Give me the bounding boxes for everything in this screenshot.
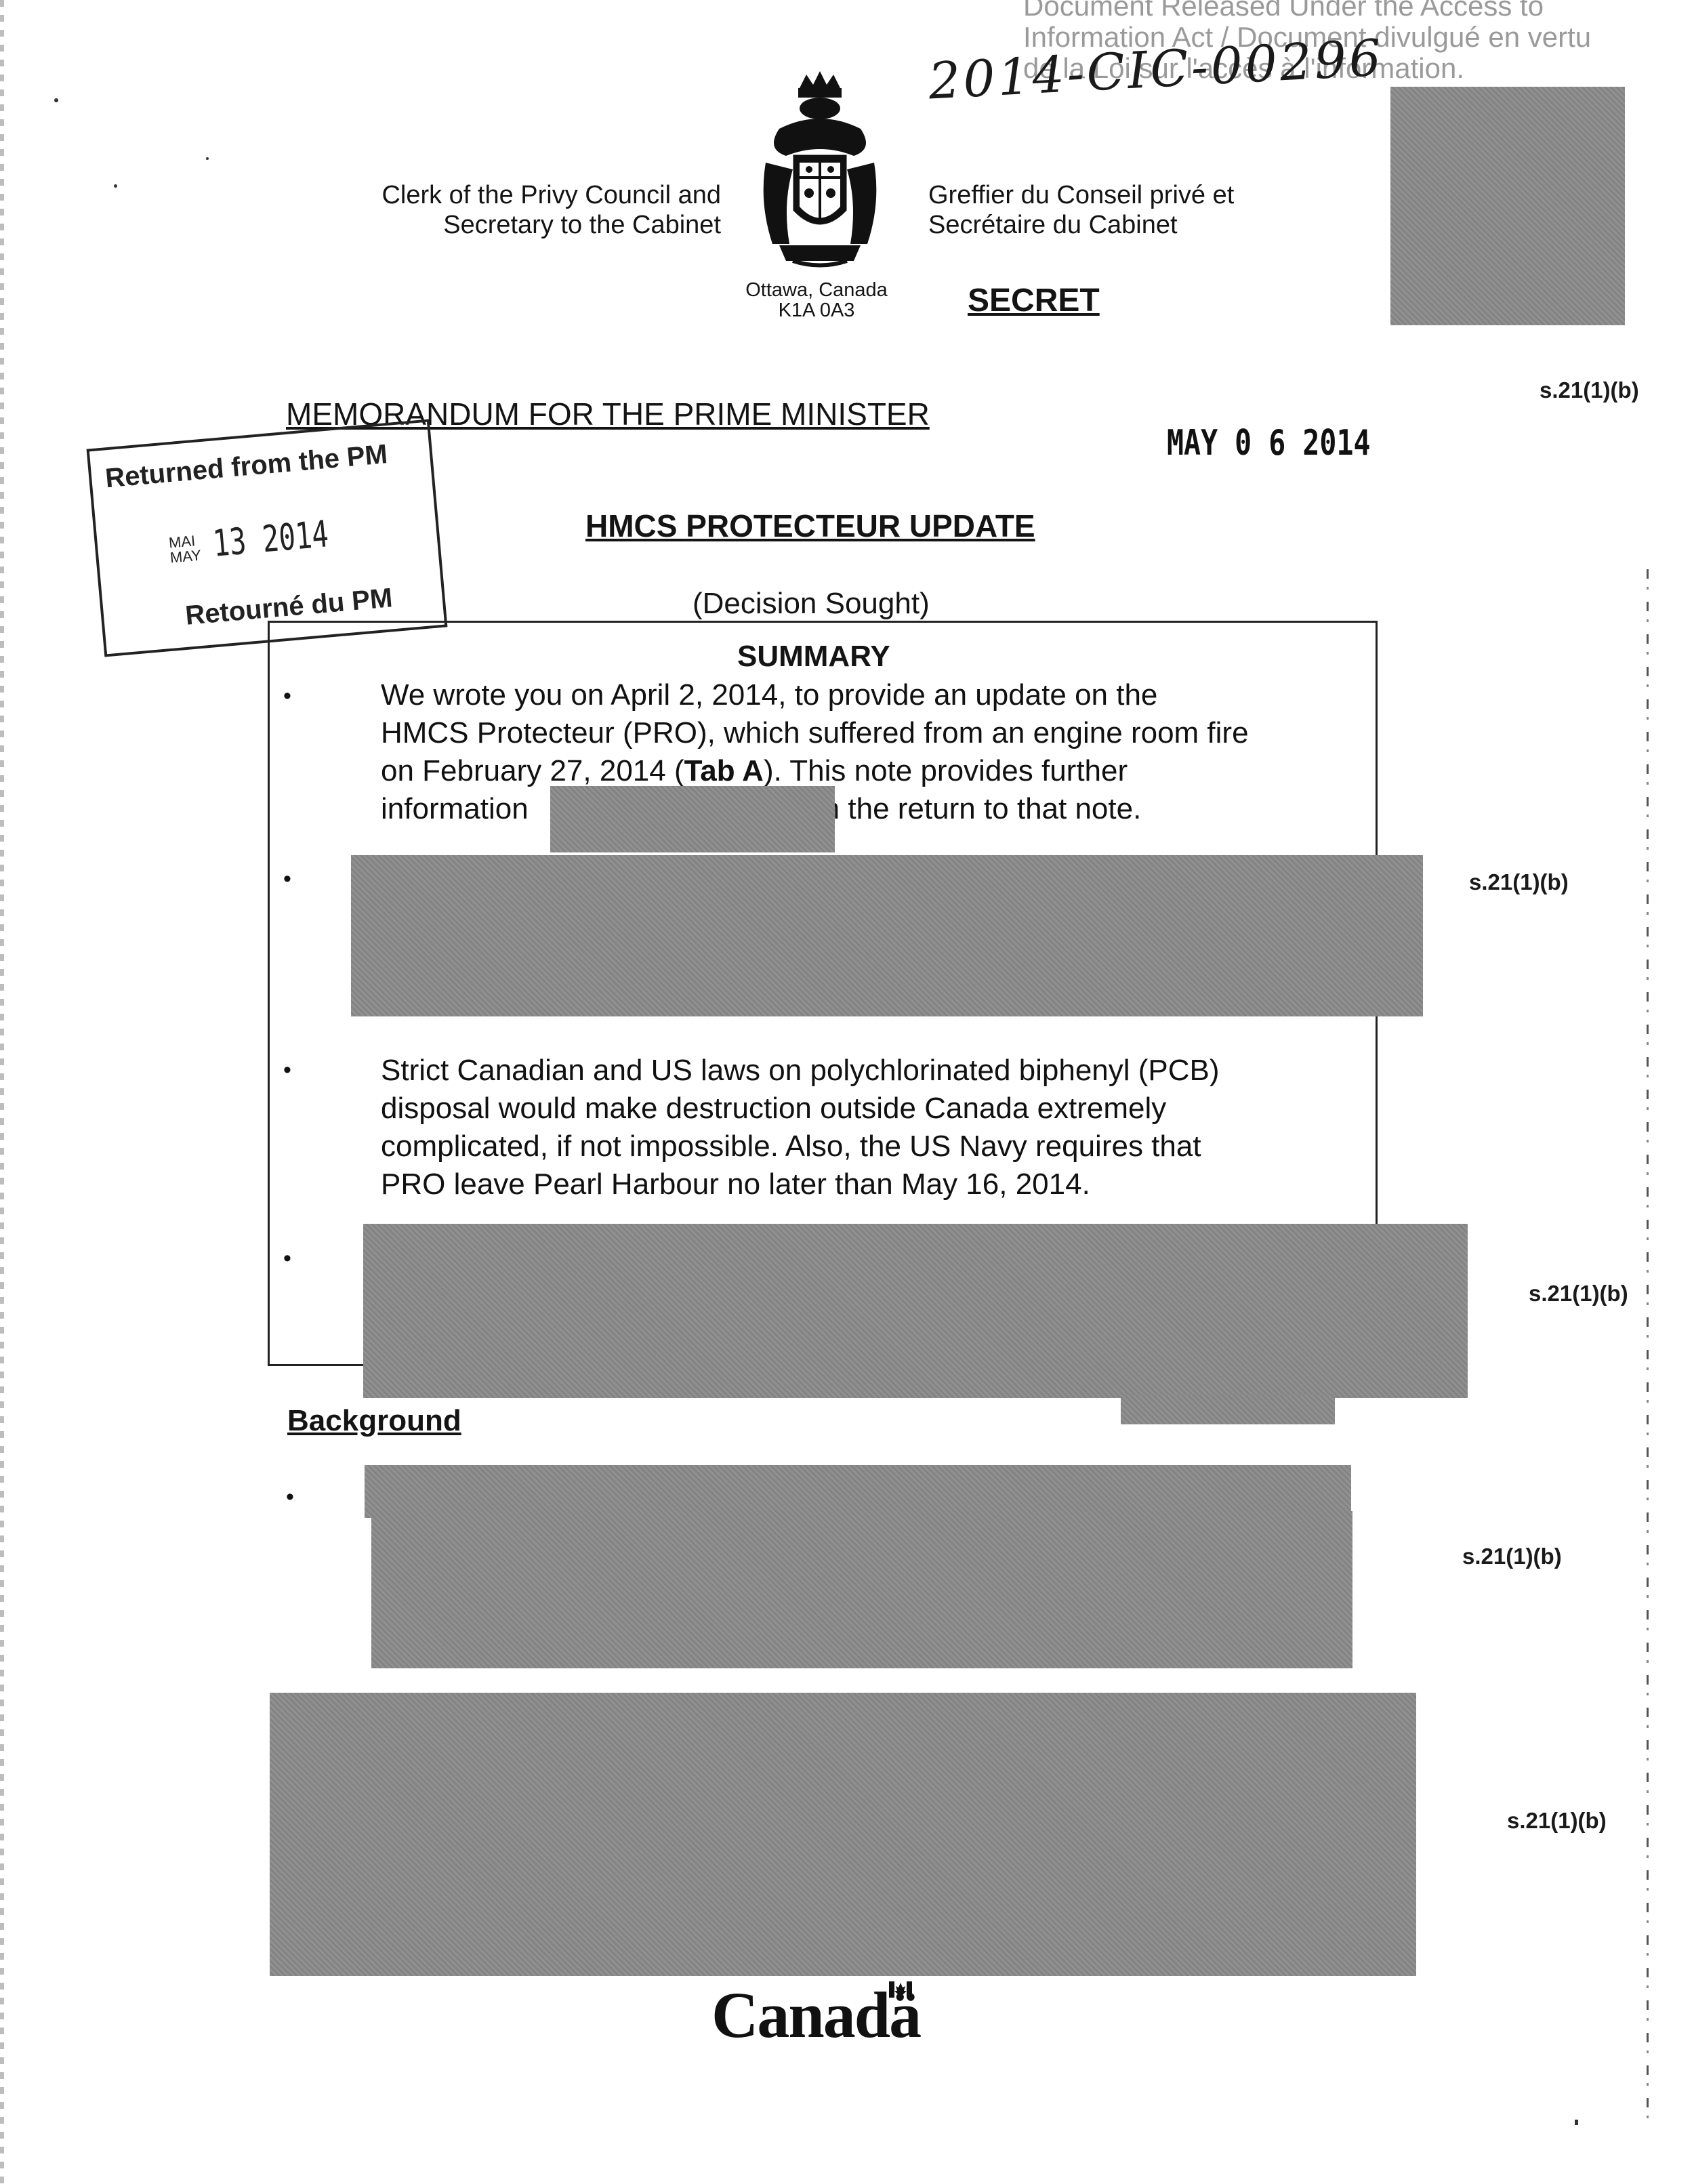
- scan-edge-right: [1647, 569, 1649, 2128]
- redaction-bullet-4-tail: [1121, 1395, 1335, 1424]
- redaction-background-2: [371, 1511, 1352, 1668]
- coat-of-arms-icon: [752, 68, 888, 271]
- redaction-bullet-2: [351, 855, 1423, 1016]
- summary-bullet-1-line2: HMCS Protecteur (PRO), which suffered fr…: [381, 716, 1249, 749]
- exemption-code: s.21(1)(b): [1529, 1281, 1628, 1306]
- summary-bullet-3-line1: Strict Canadian and US laws on polychlor…: [381, 1054, 1220, 1087]
- bullet-icon: •: [283, 1057, 291, 1083]
- file-number: 2014-CIC-00296: [927, 28, 1386, 111]
- summary-bullet-3-line3: complicated, if not impossible. Also, th…: [381, 1130, 1201, 1163]
- exemption-code: s.21(1)(b): [1507, 1808, 1607, 1833]
- memo-heading: MEMORANDUM FOR THE PRIME MINISTER: [286, 396, 930, 432]
- bullet-icon: •: [283, 866, 291, 892]
- header-left-line2: Secretary to the Cabinet: [443, 211, 721, 239]
- stamp-top-text: Returned from the PM: [104, 439, 389, 494]
- scan-edge-left: [0, 0, 4, 2184]
- redaction-top-right: [1390, 87, 1625, 325]
- summary-bullet-3-line2: disposal would make destruction outside …: [381, 1092, 1167, 1125]
- maple-flag-icon: [889, 1981, 912, 1998]
- stamp-day-year: 13 2014: [211, 512, 331, 565]
- date-stamp: MAY 0 6 2014: [1167, 423, 1371, 463]
- bullet-icon: •: [283, 1245, 291, 1271]
- release-stamp-line1: Document Released Under the Access to: [1023, 0, 1544, 22]
- release-stamp-line3: de la Loi sur l'accès à l'information.: [1023, 52, 1465, 84]
- classification: SECRET: [968, 283, 1100, 318]
- exemption-code: s.21(1)(b): [1462, 1544, 1562, 1569]
- address-line2: K1A 0A3: [778, 300, 855, 321]
- canada-wordmark-text: Canadä: [711, 1979, 922, 2051]
- redaction-bullet-4: [363, 1224, 1468, 1398]
- summary-heading: SUMMARY: [737, 640, 890, 673]
- redaction-background-1: [365, 1465, 1351, 1518]
- release-stamp-line2: Information Act / Document divulgué en v…: [1023, 21, 1592, 53]
- summary-bullet-1-line1: We wrote you on April 2, 2014, to provid…: [381, 678, 1158, 712]
- address-line1: Ottawa, Canada: [745, 279, 888, 301]
- header-left-line1: Clerk of the Privy Council and: [381, 181, 721, 209]
- bullet-icon: •: [286, 1484, 294, 1510]
- summary-bullet-1-line3: on February 27, 2014 (Tab A). This note …: [381, 754, 1128, 787]
- memo-subtitle: (Decision Sought): [693, 587, 930, 620]
- canada-wordmark-logo: Canadä: [711, 1977, 922, 2052]
- scan-speck: [206, 157, 209, 160]
- summary-bullet-3-line4: PRO leave Pearl Harbour no later than Ma…: [381, 1168, 1090, 1201]
- exemption-code: s.21(1)(b): [1540, 377, 1639, 403]
- summary-bullet-1: We wrote you on April 2, 2014, to provid…: [381, 676, 1249, 828]
- header-left: Clerk of the Privy Council and Secretary…: [298, 180, 721, 240]
- address: Ottawa, Canada K1A 0A3: [732, 280, 901, 321]
- header-right: Greffier du Conseil privé et Secrétaire …: [928, 180, 1234, 240]
- scan-speck: [54, 98, 58, 102]
- redaction-large: [270, 1693, 1416, 1976]
- exemption-code: s.21(1)(b): [1469, 869, 1569, 894]
- memo-title: HMCS PROTECTEUR UPDATE: [585, 508, 1035, 543]
- header-right-line2: Secrétaire du Cabinet: [928, 211, 1178, 239]
- release-stamp: Document Released Under the Access to In…: [1023, 0, 1591, 84]
- summary-bullet-3: Strict Canadian and US laws on polychlor…: [381, 1052, 1220, 1203]
- header-right-line1: Greffier du Conseil privé et: [928, 181, 1235, 209]
- stamp-month-en: MAY: [169, 546, 202, 566]
- redaction-inline: [550, 786, 835, 852]
- background-heading: Background: [287, 1404, 461, 1437]
- scan-speck: [1575, 2120, 1578, 2125]
- scan-speck: [114, 184, 117, 188]
- bullet-icon: •: [283, 683, 291, 709]
